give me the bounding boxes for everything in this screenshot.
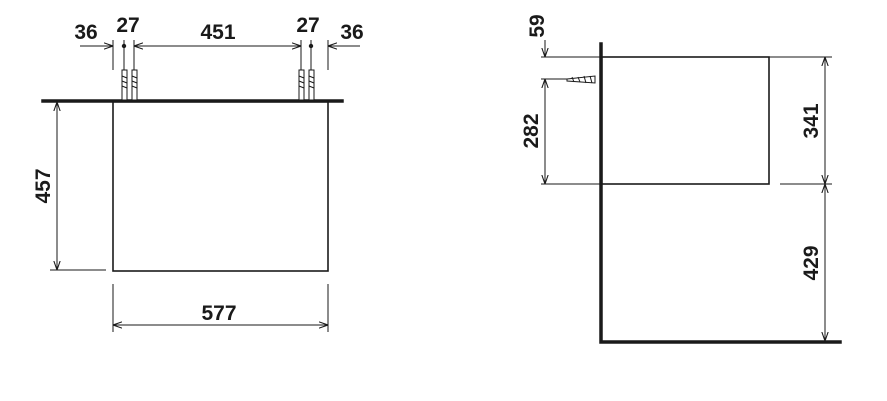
dim-dot [308,43,314,49]
bolt-shaft [121,69,128,101]
side-wall-bolt [566,75,596,84]
front-bolt-right-pair [298,69,315,101]
front-view: 36 27 451 27 36 457 577 [32,14,364,332]
front-bolt-left-pair [121,69,138,101]
side-wall-floor-line [599,42,842,344]
side-cabinet-body [601,56,770,185]
dim-label-bolt-left: 27 [116,14,139,37]
dim-label-bolt-right: 27 [296,14,319,37]
dim-label-cabinet-height: 341 [800,103,823,138]
bolt-shaft [131,69,138,101]
dim-label-bolt-height: 282 [520,113,543,148]
bolt-shaft [308,69,315,101]
bolt-shaft [298,69,305,101]
dim-label-offset-right: 36 [340,21,363,44]
dim-label-floor-clearance: 429 [800,245,823,280]
dim-label-top-offset: 59 [526,14,549,37]
front-cabinet-body [112,101,329,272]
dim-label-bolt-spacing: 451 [200,21,235,44]
dim-label-height: 457 [32,168,55,203]
side-view: 59 282 341 429 [520,14,842,344]
dim-dot [121,43,127,49]
dim-label-width: 577 [201,302,236,325]
dim-label-offset-left: 36 [74,21,97,44]
